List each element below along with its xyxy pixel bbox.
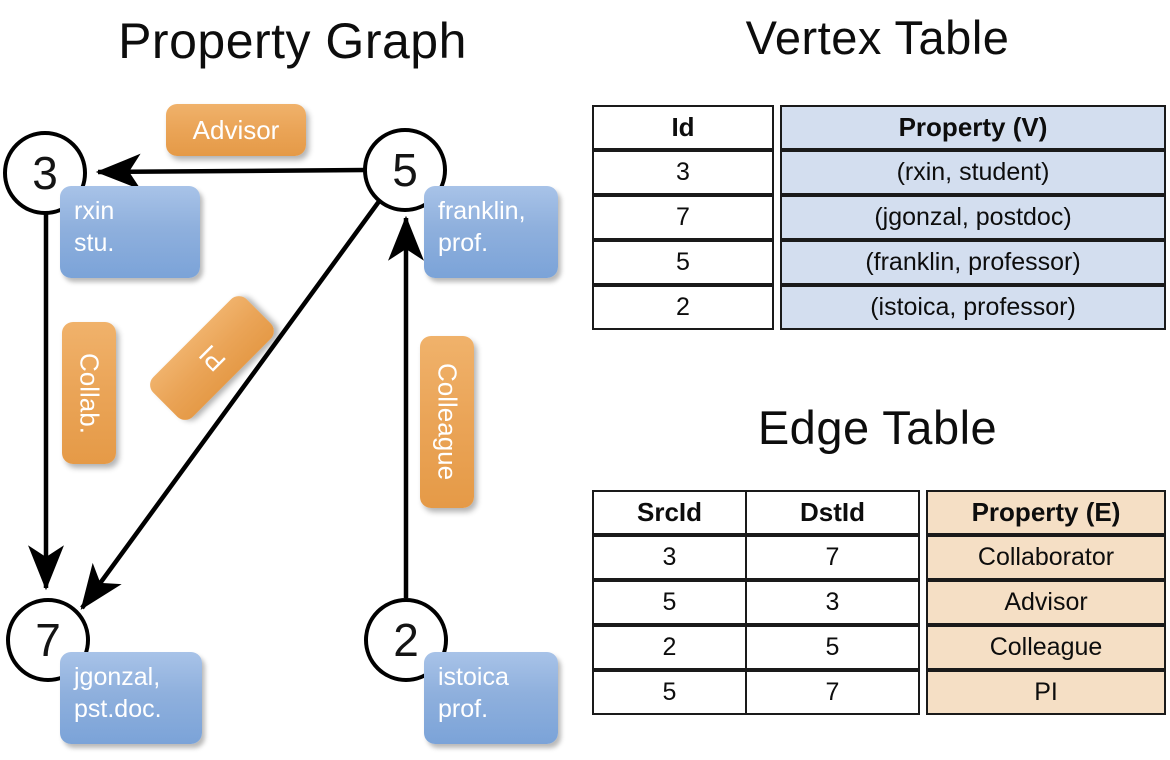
vertex-property-box-7[interactable]: jgonzal, pst.doc. <box>60 652 202 744</box>
vertex-table-cell-id: 2 <box>592 285 774 330</box>
page-title-vertex-table: Vertex Table <box>745 11 1010 64</box>
table-row[interactable]: PI <box>926 670 1166 715</box>
graph-edges-svg <box>28 153 424 610</box>
edge-label-collab[interactable]: Collab. <box>62 322 116 464</box>
edge-table-header-srcid: SrcId <box>592 490 747 535</box>
table-row[interactable]: 5 <box>592 670 747 715</box>
table-row[interactable]: Colleague <box>926 625 1166 670</box>
edge-table-cell-srcid: 5 <box>592 670 747 715</box>
edge-table-cell-property: Collaborator <box>926 535 1166 580</box>
table-header-row: Property (V) <box>780 105 1166 150</box>
table-row[interactable]: (rxin, student) <box>780 150 1166 195</box>
edge-table-dst-column: DstId 7 3 5 7 <box>745 490 920 715</box>
vertex-property-box-3[interactable]: rxin stu. <box>60 186 200 278</box>
edge-label-pi-text: PI <box>192 339 231 378</box>
vertex-table-header-id: Id <box>592 105 774 150</box>
vertex-table-cell-property: (rxin, student) <box>780 150 1166 195</box>
table-header-row: Property (E) <box>926 490 1166 535</box>
edge-table-cell-srcid: 2 <box>592 625 747 670</box>
table-row[interactable]: 5 <box>592 580 747 625</box>
table-row[interactable]: 5 <box>592 240 774 285</box>
vertex-table-cell-id: 3 <box>592 150 774 195</box>
table-row[interactable]: 3 <box>592 150 774 195</box>
page-title-edge-table: Edge Table <box>757 401 998 454</box>
vertex-node-5[interactable]: 5 <box>363 128 447 212</box>
vertex-property-box-2[interactable]: istoica prof. <box>424 652 558 744</box>
edge-table-cell-srcid: 3 <box>592 535 747 580</box>
edge-table-src-column: SrcId 3 5 2 5 <box>592 490 747 715</box>
vertex-property-box-5[interactable]: franklin, prof. <box>424 186 558 278</box>
edge-table: SrcId 3 5 2 5 DstId 7 3 5 7 <box>592 490 1166 715</box>
edge-table-property-column: Property (E) Collaborator Advisor Collea… <box>926 490 1166 715</box>
edge-label-advisor[interactable]: Advisor <box>166 104 306 156</box>
table-row[interactable]: 3 <box>592 535 747 580</box>
table-row[interactable]: 2 <box>592 285 774 330</box>
vertex-table-cell-id: 7 <box>592 195 774 240</box>
vertex-table-cell-property: (franklin, professor) <box>780 240 1166 285</box>
table-row[interactable]: 7 <box>592 195 774 240</box>
vertex-table-cell-property: (jgonzal, postdoc) <box>780 195 1166 240</box>
vertex-table-header-property: Property (V) <box>780 105 1166 150</box>
edge-table-cell-property: PI <box>926 670 1166 715</box>
vertex-table-id-column: Id 3 7 5 2 <box>592 105 774 330</box>
edge-table-cell-dstid: 7 <box>745 535 920 580</box>
table-row[interactable]: Advisor <box>926 580 1166 625</box>
vertex-node-2[interactable]: 2 <box>364 598 448 682</box>
edge-label-colleague[interactable]: Colleague <box>420 336 474 508</box>
edge-table-cell-property: Advisor <box>926 580 1166 625</box>
edge-table-header-property: Property (E) <box>926 490 1166 535</box>
table-row[interactable]: 7 <box>745 535 920 580</box>
edge-5-to-3 <box>95 153 367 190</box>
edge-5-to-7 <box>80 198 382 610</box>
table-header-row: SrcId <box>592 490 747 535</box>
vertex-table-cell-property: (istoica, professor) <box>780 285 1166 330</box>
vertex-table-property-column: Property (V) (rxin, student) (jgonzal, p… <box>780 105 1166 330</box>
table-row[interactable]: 5 <box>745 625 920 670</box>
table-row[interactable]: (franklin, professor) <box>780 240 1166 285</box>
property-graph-panel: 3 5 7 2 rxin stu. franklin, prof. jgonza… <box>3 104 558 744</box>
page-title-property-graph: Property Graph <box>118 13 467 69</box>
table-row[interactable]: 2 <box>592 625 747 670</box>
edge-table-cell-srcid: 5 <box>592 580 747 625</box>
table-header-row: Id <box>592 105 774 150</box>
edge-table-header-dstid: DstId <box>745 490 920 535</box>
table-header-row: DstId <box>745 490 920 535</box>
table-row[interactable]: (jgonzal, postdoc) <box>780 195 1166 240</box>
table-row[interactable]: Collaborator <box>926 535 1166 580</box>
vertex-table: Id 3 7 5 2 Property (V) (rxin, student) … <box>592 105 1166 330</box>
vertex-table-cell-id: 5 <box>592 240 774 285</box>
edge-table-cell-dstid: 3 <box>745 580 920 625</box>
edge-table-cell-property: Colleague <box>926 625 1166 670</box>
edge-table-cell-dstid: 5 <box>745 625 920 670</box>
table-row[interactable]: 3 <box>745 580 920 625</box>
table-row[interactable]: 7 <box>745 670 920 715</box>
edge-table-cell-dstid: 7 <box>745 670 920 715</box>
table-row[interactable]: (istoica, professor) <box>780 285 1166 330</box>
